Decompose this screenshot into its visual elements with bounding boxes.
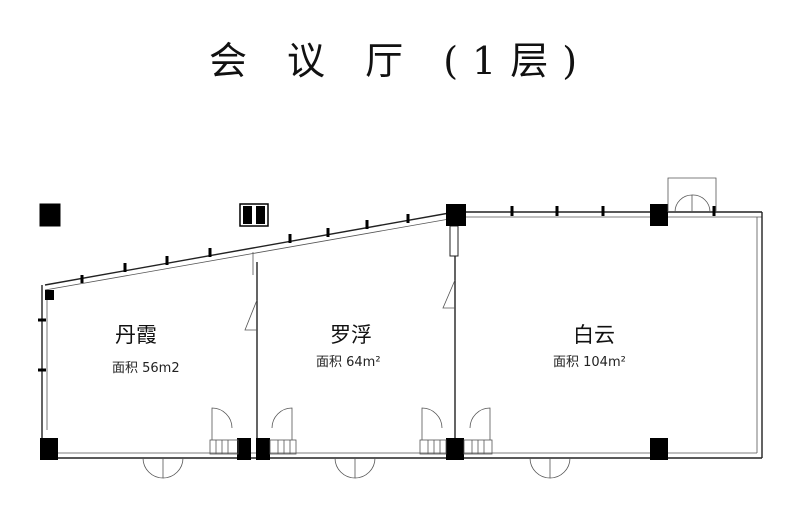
plan-title: 会 议 厅 (1层)	[208, 39, 592, 83]
partitions	[252, 225, 459, 440]
window-marks	[38, 206, 716, 372]
south-doors	[142, 457, 571, 479]
room-name-luofu: 罗浮	[330, 323, 372, 347]
room-area-baiyun: 面积 104m²	[553, 355, 626, 370]
columns	[39, 203, 668, 460]
room-area-danxia: 面积 56m2	[112, 361, 180, 376]
room-name-baiyun: 白云	[573, 323, 615, 347]
room-name-danxia: 丹霞	[115, 323, 157, 347]
outer-walls	[41, 211, 763, 459]
room-area-luofu: 面积 64m²	[316, 355, 381, 370]
interior-doors	[209, 279, 493, 455]
north-door	[667, 177, 717, 213]
